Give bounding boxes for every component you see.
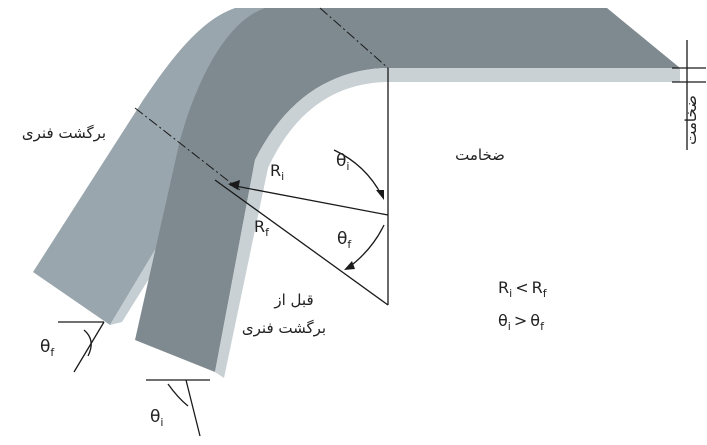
dashdot-line-top	[319, 7, 389, 69]
theta-i-small-label: θi	[150, 407, 163, 429]
theta-f-small-diagonal	[73, 321, 105, 373]
ri-label: Ri	[270, 161, 284, 183]
springback-label: برگشت فنری	[22, 124, 106, 142]
dashdot-line-left	[134, 107, 241, 191]
theta-f-small-label: θf	[40, 337, 55, 359]
thickness-label: ضخامت	[455, 146, 505, 164]
theta-i-arc-arrowhead	[376, 190, 384, 200]
rf-radius-line	[214, 179, 389, 306]
ri-radius-line	[229, 184, 389, 216]
rf-label: Rf	[254, 217, 270, 239]
theta-f-arc-arrowhead	[344, 261, 355, 270]
theta-i-small-arc	[167, 383, 189, 407]
theta-f-label: θf	[337, 229, 352, 251]
ri-arrowhead	[228, 180, 240, 190]
sheet-before-springback	[135, 8, 680, 372]
angle-relation: θi>θf	[498, 311, 545, 333]
before-springback-line1: قبل از	[273, 291, 313, 309]
theta-f-arc	[347, 224, 385, 269]
radius-relation: Ri<Rf	[498, 278, 548, 300]
before-springback-line2: برگشت فنری	[242, 319, 326, 337]
thickness-side-label: ضخامت	[682, 95, 700, 145]
theta-i-label: θi	[336, 151, 349, 173]
theta-i-small-vertical	[185, 379, 201, 437]
sheet-after-springback-edge	[110, 68, 360, 325]
theta-f-small-arc	[83, 329, 92, 357]
